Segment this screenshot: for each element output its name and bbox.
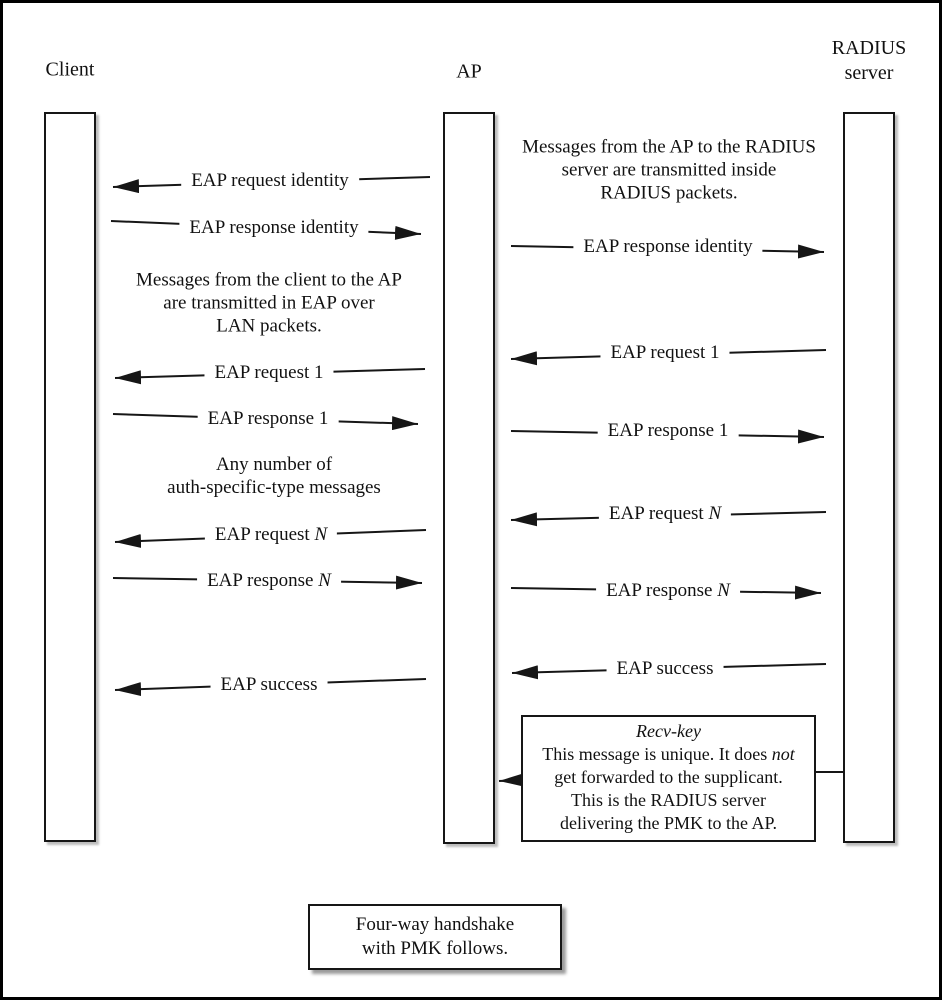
msg-text: EAP request: [214, 524, 315, 545]
msg-client-eap-response-identity: EAP response identity: [179, 217, 369, 239]
msg-client-eap-response-n: EAP response N: [197, 570, 341, 592]
note-line: server are transmitted inside: [561, 159, 777, 181]
note-any-number: Any number of auth-specific-type message…: [167, 453, 381, 499]
msg-radius-eap-response-n: EAP response N: [596, 580, 740, 602]
msg-text: EAP response: [207, 570, 319, 591]
four-way-handshake-note: Four-way handshake with PMK follows.: [308, 904, 562, 970]
radius-server-label: RADIUS server: [832, 36, 906, 86]
msg-radius-eap-request-n: EAP request N: [598, 503, 732, 525]
recv-key-emphasis: not: [771, 744, 795, 764]
ap-label: AP: [456, 60, 482, 83]
note-line: RADIUS packets.: [600, 182, 738, 204]
msg-variable-n: N: [717, 580, 730, 601]
note-line: auth-specific-type messages: [167, 477, 381, 498]
msg-radius-eap-success: EAP success: [606, 658, 724, 680]
msg-variable-n: N: [318, 570, 331, 591]
footer-line: with PMK follows.: [361, 938, 509, 959]
radius-lifeline: [843, 112, 895, 843]
radius-label-line2: server: [844, 62, 894, 84]
note-line: Messages from the AP to the RADIUS: [522, 136, 816, 158]
recv-key-title: Recv-key: [636, 721, 701, 741]
note-line: Messages from the client to the AP: [136, 269, 402, 291]
msg-client-eap-request-n: EAP request N: [204, 524, 338, 546]
recv-key-line: delivering the PMK to the AP.: [560, 813, 777, 833]
msg-radius-eap-request-1: EAP request 1: [600, 342, 730, 364]
msg-variable-n: N: [708, 503, 722, 524]
note-line: Any number of: [215, 454, 333, 475]
note-line: are transmitted in EAP over: [163, 292, 375, 314]
note-line: LAN packets.: [216, 315, 322, 337]
recv-key-text: This message is unique. It does: [542, 744, 772, 764]
msg-client-eap-request-1: EAP request 1: [204, 362, 334, 384]
note-eapol-transport: Messages from the client to the AP are t…: [136, 269, 402, 338]
msg-client-eap-success: EAP success: [210, 674, 328, 696]
note-radius-transport: Messages from the AP to the RADIUS serve…: [522, 136, 816, 205]
recv-key-line: get forwarded to the supplicant.: [554, 767, 783, 787]
msg-text: EAP request: [608, 503, 709, 524]
recv-key-line: This message is unique. It does not: [523, 743, 814, 766]
recv-key-line: This is the RADIUS server: [571, 790, 766, 810]
msg-client-eap-response-1: EAP response 1: [197, 408, 339, 430]
msg-variable-n: N: [314, 524, 328, 545]
msg-radius-eap-response-identity: EAP response identity: [573, 236, 763, 258]
recv-key-note: Recv-key This message is unique. It does…: [521, 715, 816, 842]
footer-line: Four-way handshake: [355, 914, 515, 935]
arrow-recv-key-to-ap: [498, 772, 526, 787]
client-label: Client: [45, 58, 95, 81]
ap-lifeline: [443, 112, 495, 844]
client-lifeline: [44, 112, 96, 842]
radius-label-line1: RADIUS: [831, 37, 907, 59]
msg-client-eap-request-identity: EAP request identity: [181, 170, 359, 192]
msg-text: EAP response: [606, 580, 718, 601]
msg-radius-eap-response-1: EAP response 1: [597, 420, 739, 442]
